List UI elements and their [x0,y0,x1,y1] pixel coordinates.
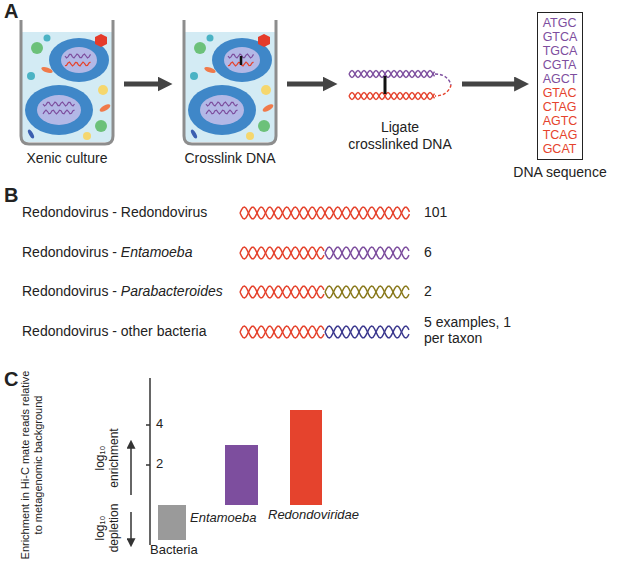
culture-beaker [17,18,117,146]
dna-helix [325,247,409,259]
process-arrow [124,82,162,87]
sequence-frame: ATGC GTCA TGCA CGTA AGCTGTAC CTAG AGTC T… [537,12,584,160]
label-part: Redondovirus - [22,244,121,260]
axis-direction: log₁₀ depletion [94,495,122,561]
step-caption: Ligate crosslinked DNA [345,119,455,153]
illustration [345,55,455,115]
culture-beaker [180,18,280,146]
step-caption: DNA sequence [510,164,610,181]
illustration [180,18,280,146]
step-node: Xenic culture [12,18,122,167]
dna-helix [240,207,410,219]
axis-title: Enrichment in Hi-C mate reads relative t… [19,370,44,560]
step-node: Ligate crosslinked DNA [345,55,455,153]
read-count: 2 [424,283,432,299]
panel-letter: B [4,184,18,207]
dna-helix [325,247,409,259]
pair-label: Redondovirus - other bacteria [22,323,206,339]
dna-helix [240,247,324,259]
bar-label: Redondoviridae [268,508,359,523]
dna-helix [240,207,410,219]
depletion-arrow [130,512,132,540]
bar-label: Bacteria [150,543,198,558]
dna-helix [240,326,324,338]
step-caption: Crosslink DNA [175,150,285,167]
process-arrow [287,82,327,87]
axis-tick [146,424,150,426]
bar-label: Entamoeba [190,511,257,526]
read-count: 5 examples, 1 per taxon [424,314,524,346]
sequence-reads: GTAC CTAG AGTC TCAG GCAT [543,86,578,156]
y-axis [149,378,151,545]
sequence-node: ATGC GTCA TGCA CGTA AGCTGTAC CTAG AGTC T… [510,12,610,181]
dna-helix [325,326,409,338]
sequence-reads: ATGC GTCA TGCA CGTA AGCT [543,16,578,86]
taxon-name: Parabacteroides [121,283,223,299]
dna-helix [325,286,409,298]
read-count: 6 [424,244,432,260]
entamoeba-bar [225,445,258,505]
tick-label: 4 [156,417,163,432]
enrichment-arrow [130,447,132,495]
dna-helix [240,326,324,338]
axis-direction: log₁₀ enrichment [94,425,122,491]
panel-letter: A [4,0,18,23]
illustration [17,18,117,146]
bacteria-bar [158,505,186,540]
process-arrow [462,82,519,87]
pair-label: Redondovirus - Redondovirus [22,204,207,220]
tick-label: 2 [156,457,163,472]
dna-helix [325,326,409,338]
dna-helix [240,286,324,298]
dna-helix [325,286,409,298]
label-part: Redondovirus - [22,283,121,299]
redondoviridae-bar [290,410,322,505]
pair-label: Redondovirus - Parabacteroides [22,283,223,299]
step-node: Crosslink DNA [175,18,285,167]
dna-helix [240,286,324,298]
pair-label: Redondovirus - Entamoeba [22,244,192,260]
taxon-name: Entamoeba [121,244,193,260]
axis-tick [146,464,150,466]
read-count: 101 [424,204,447,220]
ligated-dna [345,55,455,115]
step-caption: Xenic culture [12,150,122,167]
dna-helix [240,247,324,259]
panel-letter: C [4,368,18,391]
